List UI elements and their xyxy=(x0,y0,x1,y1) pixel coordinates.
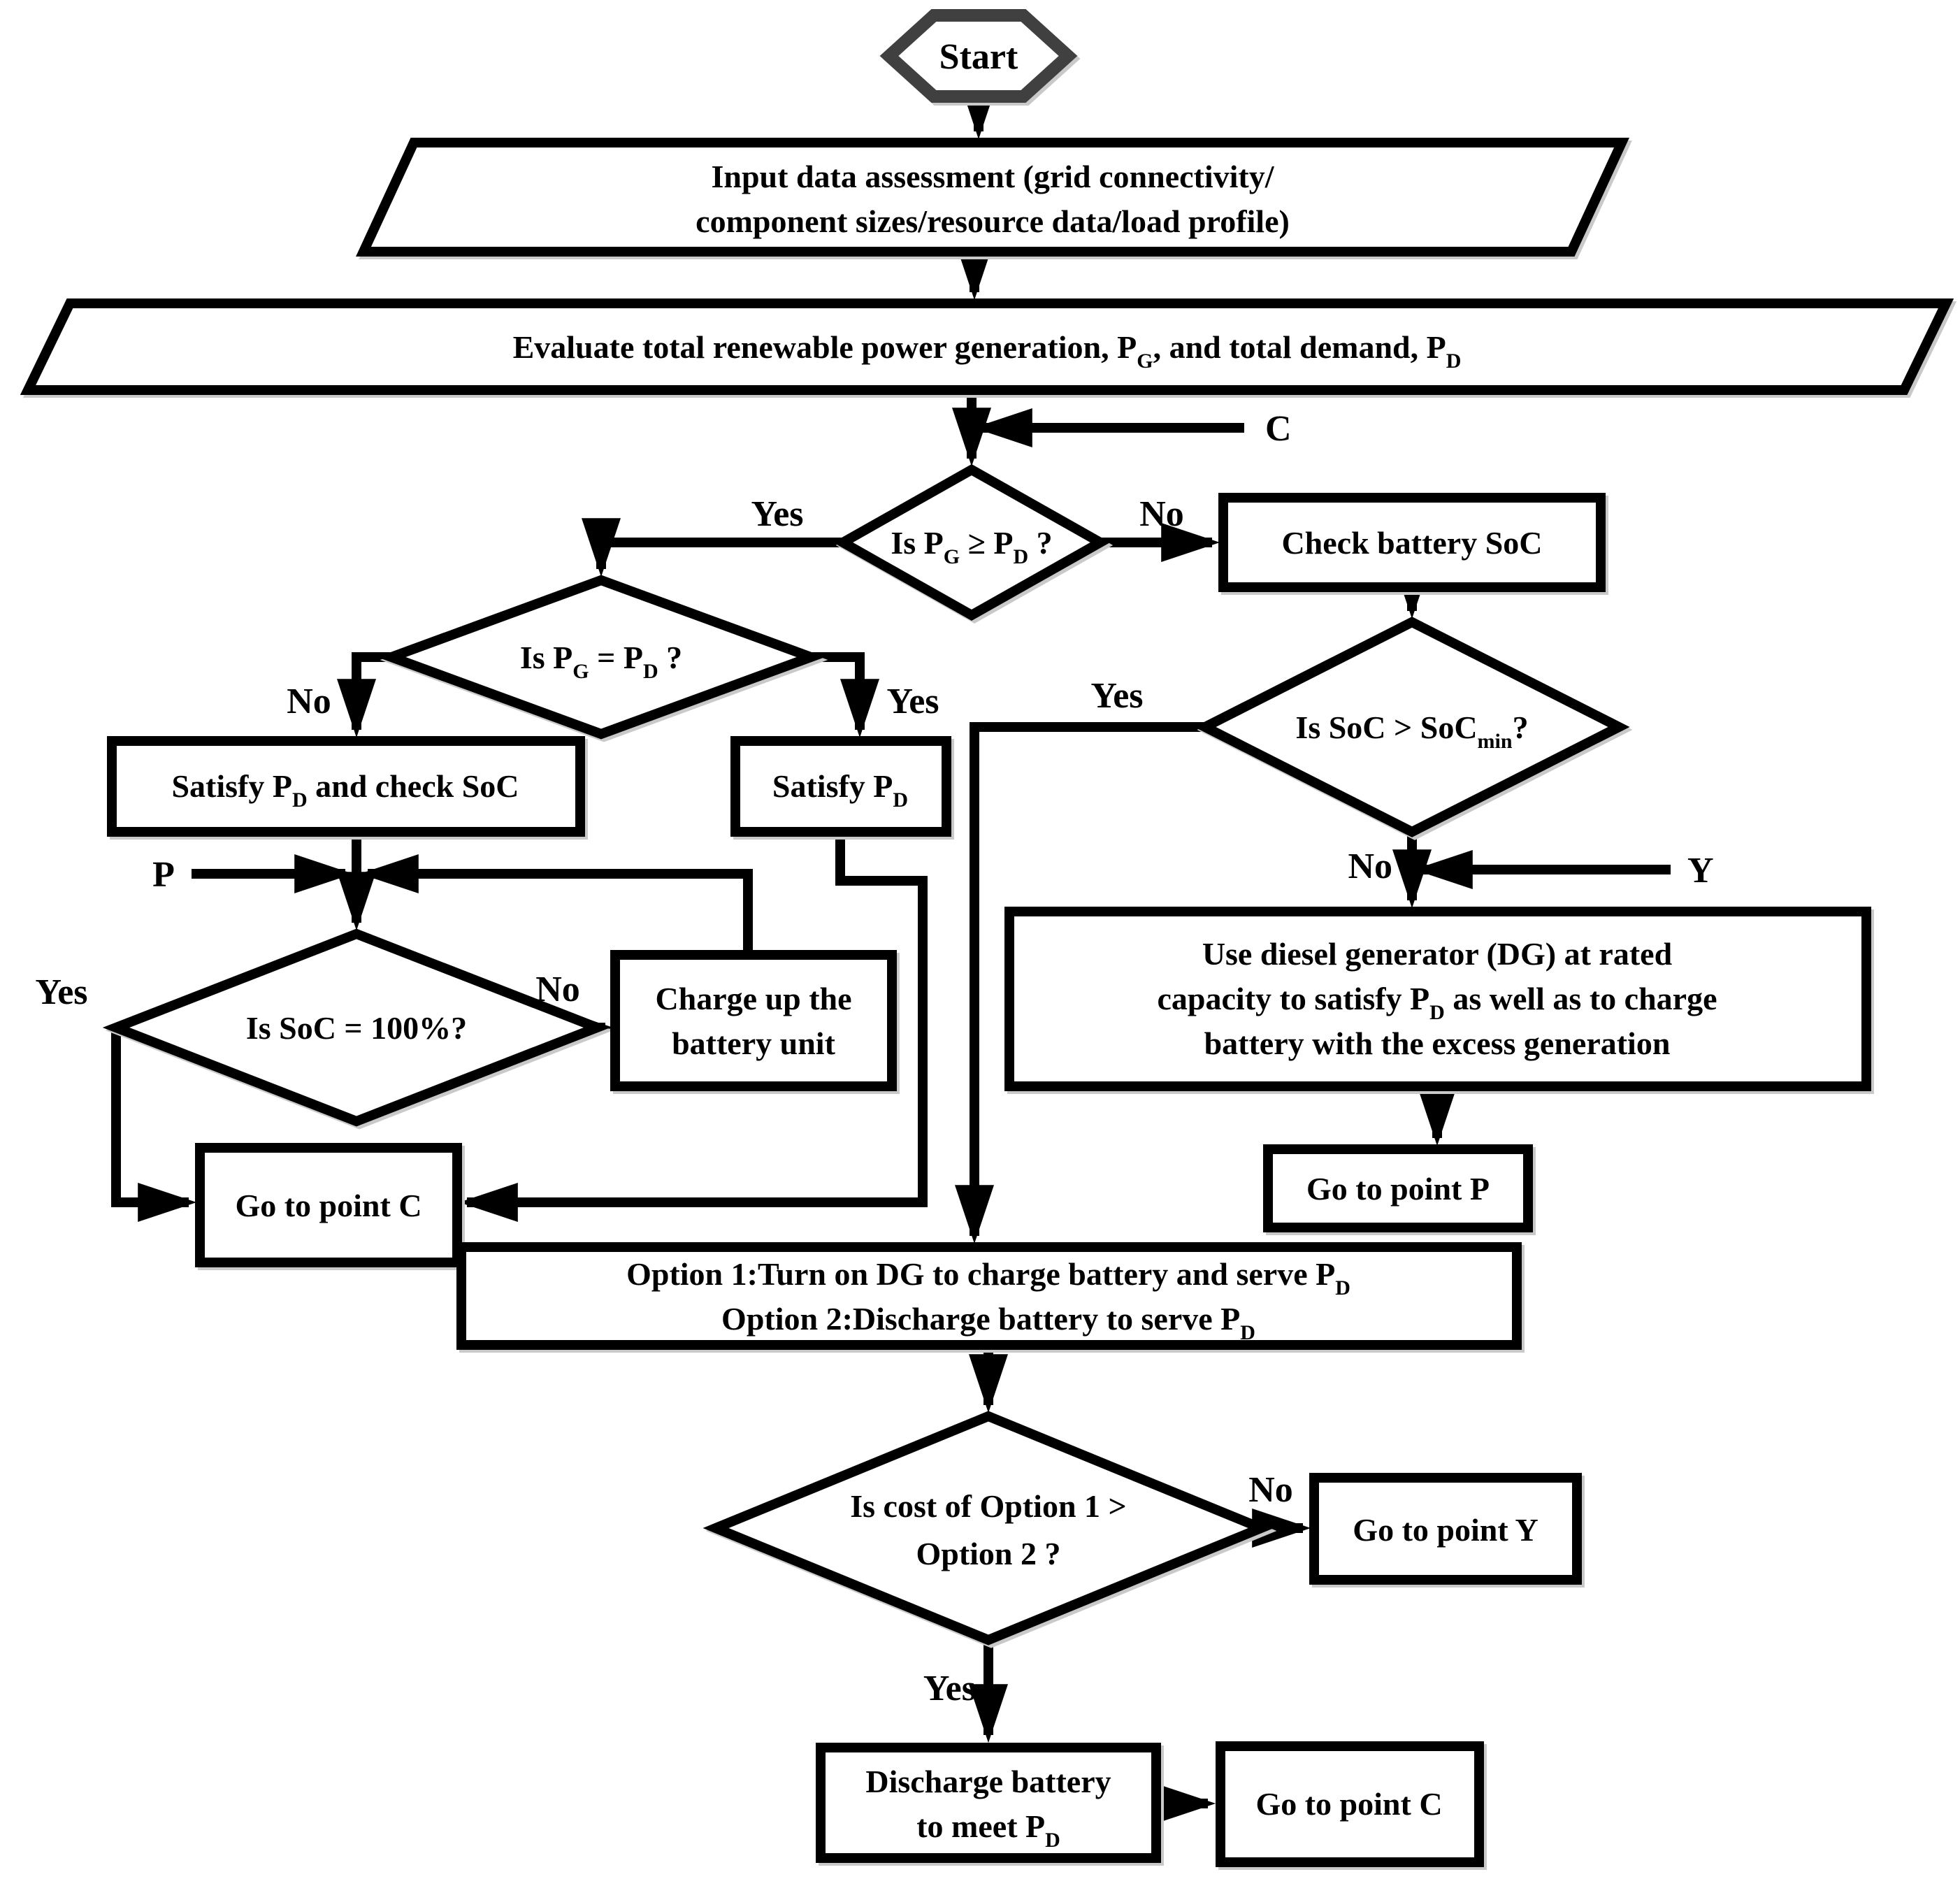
decision-soc-min-label: Is SoC > SoCmin? xyxy=(1295,710,1528,753)
node-decision-soc-min: Is SoC > SoCmin? xyxy=(1194,617,1630,837)
goto-point-c-end-label: Go to point C xyxy=(1255,1786,1442,1822)
node-options: Option 1:Turn on DG to charge battery an… xyxy=(456,1242,1522,1350)
point-label-p: P xyxy=(152,855,175,895)
satisfy-pd-label: Satisfy PD xyxy=(772,768,908,812)
check-battery-soc-label: Check battery SoC xyxy=(1281,525,1542,561)
evaluate-parallelogram xyxy=(20,298,1954,395)
goto-point-p-label: Go to point P xyxy=(1306,1171,1490,1207)
diesel-generator-line2: capacity to satisfy PD as well as to cha… xyxy=(1158,981,1717,1024)
edge-dpgeqpd-no xyxy=(337,652,391,738)
edge-labels: C Yes No Yes No Y No Yes P Yes No No Yes xyxy=(35,409,1713,1708)
satisfy-pd-check-soc-box xyxy=(107,736,585,837)
goto-point-y-label: Go to point Y xyxy=(1353,1512,1538,1548)
start-label: Start xyxy=(939,37,1018,77)
goto-point-y-box xyxy=(1309,1473,1582,1585)
goto-point-p-box xyxy=(1263,1144,1533,1232)
node-check-battery-soc: Check battery SoC xyxy=(1218,493,1606,592)
discharge-battery-line2: to meet PD xyxy=(916,1808,1060,1852)
node-decision-pg-ge-pd: Is PG ≥ PD ? xyxy=(833,463,1111,621)
options-line1: Option 1:Turn on DG to charge battery an… xyxy=(626,1256,1350,1300)
point-label-c: C xyxy=(1265,409,1292,449)
label-dpgpd-yes: Yes xyxy=(751,494,803,534)
goto-point-c-mid-box xyxy=(195,1143,462,1267)
decision-pg-eq-pd-label: Is PG = PD ? xyxy=(520,640,682,683)
satisfy-pd-check-soc-label: Satisfy PD and check SoC xyxy=(171,768,519,812)
label-dcost-no: No xyxy=(1248,1470,1293,1510)
diesel-generator-box xyxy=(1004,907,1871,1091)
decision-pg-ge-pd-label: Is PG ≥ PD ? xyxy=(891,525,1052,568)
label-dsocmin-yes: Yes xyxy=(1090,676,1143,716)
label-dpgeqpd-no: No xyxy=(287,682,331,721)
node-charge-battery: Charge up the battery unit xyxy=(610,950,897,1091)
node-goto-point-y: Go to point Y xyxy=(1309,1473,1582,1585)
label-dsoc100-yes: Yes xyxy=(35,972,87,1012)
label-dcost-yes: Yes xyxy=(923,1669,976,1708)
edge-satisfypd-to-gotoc1 xyxy=(459,832,928,1222)
edge-dsocmin-yes xyxy=(955,722,1205,1244)
satisfy-pd-box xyxy=(730,736,951,837)
discharge-battery-line1: Discharge battery xyxy=(865,1764,1111,1799)
node-start: Start xyxy=(879,9,1078,103)
node-input-data: Input data assessment (grid connectivity… xyxy=(356,138,1629,257)
evaluate-line: Evaluate total renewable power generatio… xyxy=(513,329,1462,373)
diesel-generator-line1: Use diesel generator (DG) at rated xyxy=(1202,936,1673,972)
node-satisfy-pd: Satisfy PD xyxy=(730,736,951,837)
node-satisfy-pd-check-soc: Satisfy PD and check SoC xyxy=(107,736,585,837)
diesel-generator-line3: battery with the excess generation xyxy=(1204,1025,1671,1061)
goto-point-c-end-box xyxy=(1216,1741,1484,1867)
label-dpgpd-no: No xyxy=(1139,494,1184,534)
goto-point-c-mid-label: Go to point C xyxy=(235,1188,421,1223)
node-evaluate: Evaluate total renewable power generatio… xyxy=(20,298,1954,395)
node-goto-point-c-end: Go to point C xyxy=(1216,1741,1484,1867)
decision-cost-line1: Is cost of Option 1 > xyxy=(850,1488,1127,1524)
options-line2: Option 2:Discharge battery to serve PD xyxy=(721,1301,1255,1344)
decision-cost-line2: Option 2 ? xyxy=(916,1536,1060,1571)
input-data-line2: component sizes/resource data/load profi… xyxy=(696,203,1290,239)
decision-cost-diamond xyxy=(702,1411,1274,1646)
label-dsocmin-no: No xyxy=(1348,847,1392,886)
input-data-parallelogram xyxy=(356,138,1629,257)
node-diesel-generator: Use diesel generator (DG) at rated capac… xyxy=(1004,907,1871,1091)
point-label-y: Y xyxy=(1687,851,1714,891)
decision-soc-100-label: Is SoC = 100%? xyxy=(246,1010,467,1046)
label-dpgeqpd-yes: Yes xyxy=(886,682,939,721)
node-decision-pg-eq-pd: Is PG = PD ? xyxy=(377,575,826,740)
node-decision-cost: Is cost of Option 1 > Option 2 ? xyxy=(702,1411,1274,1646)
decision-soc-100-diamond xyxy=(102,928,611,1127)
node-discharge-battery: Discharge battery to meet PD xyxy=(816,1743,1161,1863)
decision-pg-eq-pd-diamond xyxy=(377,575,826,740)
edge-dpgpd-yes xyxy=(582,518,843,577)
discharge-battery-box xyxy=(816,1743,1161,1863)
node-goto-point-p: Go to point P xyxy=(1263,1144,1533,1232)
decision-pg-ge-pd-diamond xyxy=(833,463,1111,621)
start-hexagon xyxy=(879,9,1078,103)
options-box xyxy=(456,1242,1522,1350)
charge-battery-line2: battery unit xyxy=(672,1025,836,1061)
node-goto-point-c-mid: Go to point C xyxy=(195,1143,462,1267)
charge-battery-box xyxy=(610,950,897,1091)
edge-dpgeqpd-yes xyxy=(811,652,879,738)
charge-battery-line1: Charge up the xyxy=(655,981,851,1016)
node-decision-soc-100: Is SoC = 100%? xyxy=(102,928,611,1127)
input-data-line1: Input data assessment (grid connectivity… xyxy=(711,159,1274,194)
check-battery-soc-box xyxy=(1218,493,1606,592)
edge-charge-feedback xyxy=(359,854,753,955)
edge-dsoc100-yes xyxy=(111,1028,197,1222)
decision-soc-min-diamond xyxy=(1194,617,1630,837)
